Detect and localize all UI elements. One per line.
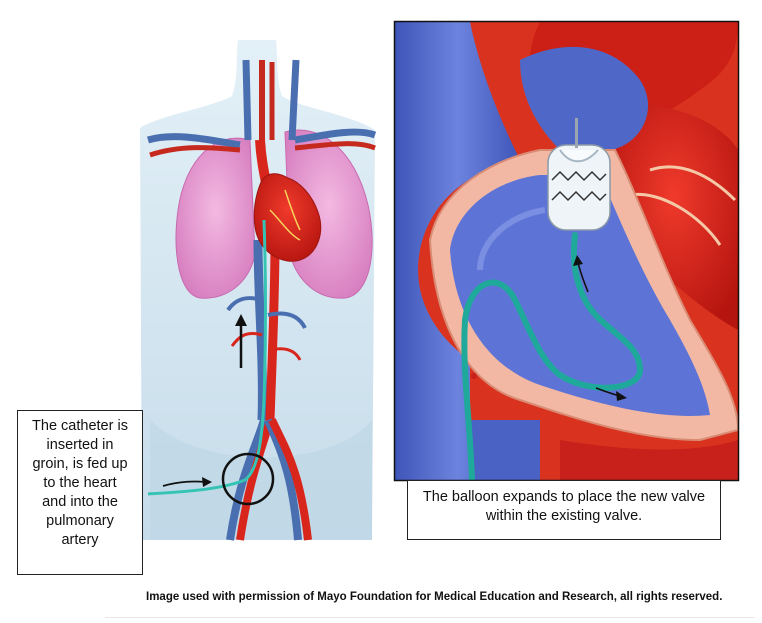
catheter-heart-path bbox=[461, 232, 644, 480]
left-lung bbox=[175, 137, 256, 299]
catheter-callout-line: and into the bbox=[42, 494, 118, 510]
catheter-body-path bbox=[147, 219, 267, 496]
insertion-site-circle bbox=[221, 452, 275, 506]
balloon-callout-line: The balloon expands to place the new val… bbox=[422, 489, 706, 505]
torso-illustration bbox=[140, 40, 377, 541]
catheter-callout: The catheter is inserted in groin, is fe… bbox=[17, 410, 143, 575]
credit-divider bbox=[105, 617, 755, 618]
balloon-callout-line: within the existing valve. bbox=[485, 508, 643, 524]
image-credit: Image used with permission of Mayo Found… bbox=[146, 591, 723, 603]
catheter-callout-line: groin, is fed up bbox=[32, 456, 128, 472]
catheter-callout-line: inserted in bbox=[46, 437, 114, 453]
heart bbox=[253, 173, 322, 262]
catheter-callout-line: The catheter is bbox=[32, 418, 128, 434]
balloon-callout: The balloon expands to place the new val… bbox=[407, 480, 721, 540]
right-atrium bbox=[395, 22, 520, 480]
catheter-callout-line: to the heart bbox=[43, 475, 117, 491]
catheter-callout-line: pulmonary bbox=[46, 513, 114, 529]
heart-cutaway-illustration bbox=[393, 20, 740, 482]
vena-cava bbox=[253, 239, 267, 421]
catheter-callout-line: artery bbox=[61, 532, 99, 548]
aorta bbox=[265, 239, 280, 421]
replacement-valve bbox=[547, 118, 611, 231]
